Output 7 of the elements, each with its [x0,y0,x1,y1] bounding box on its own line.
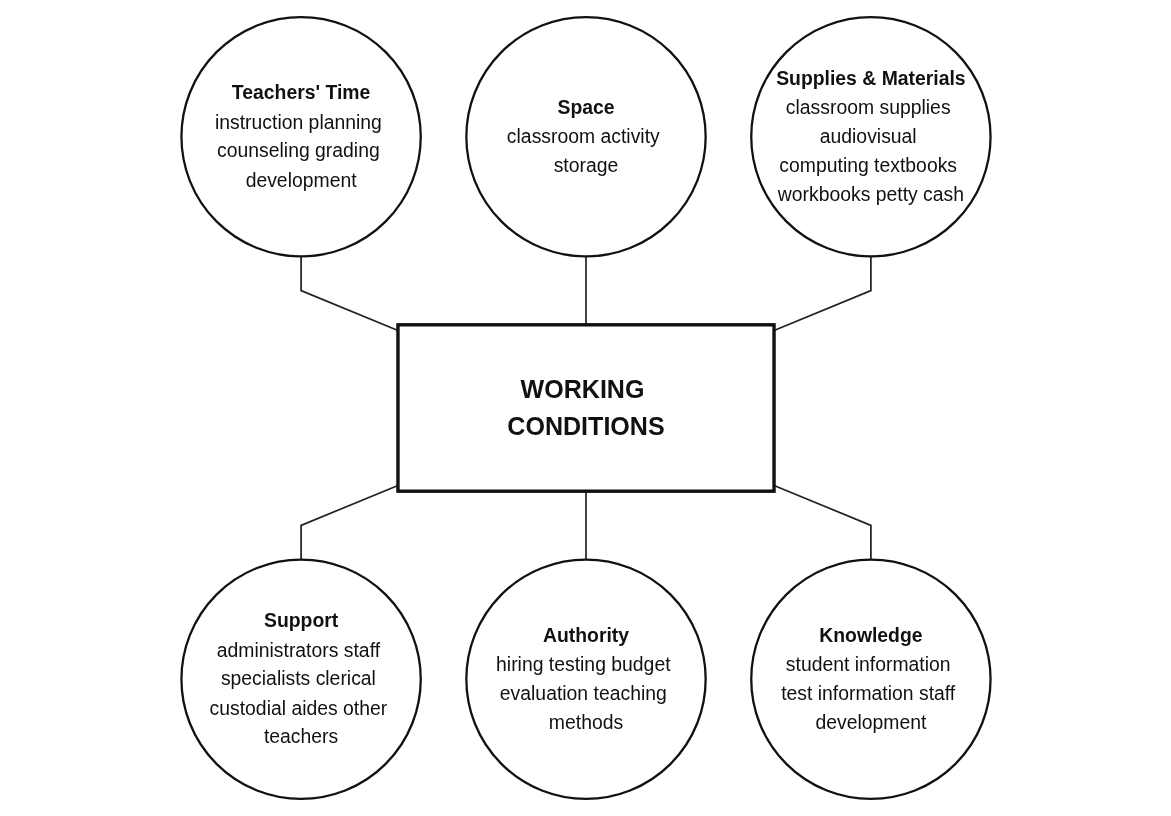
node-circle: Knowledge student information test information staff development [749,558,992,800]
node-box: WORKING CONDITIONS [395,323,776,493]
node-circle: Supplies & Materials classroom supplies audiovisual computing textbooks workbooks petty cash [749,16,992,258]
node-circle: Space classroom activity storage [464,16,707,258]
node-circle: Support administrators staff specialists clerical custodial aides other teachers [179,558,422,800]
node-circle: Authority hiring testing budget evaluation teaching methods [464,558,707,800]
node-circle: Teachers' Time instruction planning counseling grading development [179,16,422,258]
